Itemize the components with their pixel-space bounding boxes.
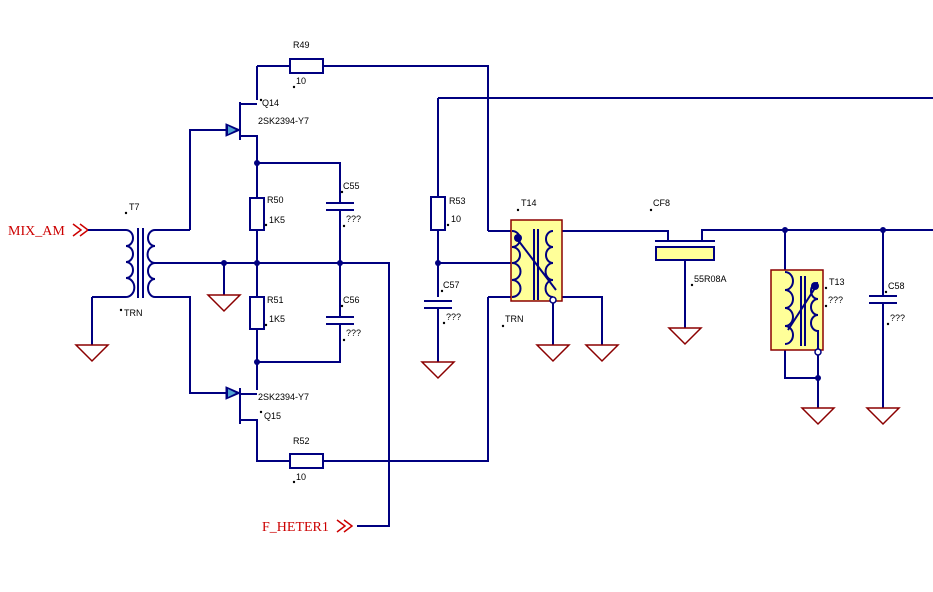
resistor-r53[interactable]: R53 10 (430, 196, 466, 231)
junction-dot (880, 227, 886, 233)
transformer-t7[interactable]: T7 TRN (119, 202, 156, 318)
junction-dot (337, 260, 343, 266)
filter-cf8[interactable]: CF8 55R08A (649, 198, 727, 287)
r51-designator: R51 (267, 295, 284, 305)
q14-part: 2SK2394-Y7 (258, 116, 309, 126)
ground-icon (667, 327, 703, 346)
r49-value: 10 (296, 76, 306, 86)
capacitor-c56[interactable]: C56 ??? (326, 295, 361, 342)
c56-designator: C56 (343, 295, 360, 305)
ground-icon (865, 407, 901, 426)
c55-designator: C55 (343, 181, 360, 191)
r49-designator: R49 (293, 40, 310, 50)
junctions (221, 160, 886, 381)
r53-designator: R53 (449, 196, 466, 206)
ground-icon (800, 407, 836, 426)
port-arrow-icon (336, 519, 354, 533)
c58-designator: C58 (888, 281, 905, 291)
capacitor-c58[interactable]: C58 ??? (869, 281, 905, 326)
capacitor-c57[interactable]: C57 ??? (424, 280, 461, 325)
q15-designator: Q15 (264, 411, 281, 421)
r51-value: 1K5 (269, 314, 285, 324)
port-label-mix-am: MIX_AM (8, 224, 65, 239)
junction-dot (221, 260, 227, 266)
junction-dot (435, 260, 441, 266)
q14-designator: Q14 (262, 98, 279, 108)
ground-symbols (74, 294, 901, 426)
junction-dot (254, 260, 260, 266)
junction-dot (254, 359, 260, 365)
junction-dot (815, 375, 821, 381)
junction-dot (782, 227, 788, 233)
ground-icon (535, 344, 571, 363)
t14-value: TRN (505, 314, 524, 324)
transistor-q15[interactable]: 2SK2394-Y7 Q15 (225, 386, 309, 421)
capacitor-c55[interactable]: C55 ??? (326, 181, 361, 228)
c57-value: ??? (446, 312, 461, 322)
q15-part: 2SK2394-Y7 (258, 392, 309, 402)
c57-designator: C57 (443, 280, 460, 290)
r52-designator: R52 (293, 436, 310, 446)
resistor-r51[interactable]: R51 1K5 (249, 295, 285, 330)
r53-value: 10 (451, 214, 461, 224)
t7-value: TRN (124, 308, 143, 318)
t13-value: ??? (828, 295, 843, 305)
r52-value: 10 (296, 472, 306, 482)
junction-dot (254, 160, 260, 166)
transformer-t13[interactable]: T13 ??? (770, 269, 845, 356)
c58-value: ??? (890, 313, 905, 323)
cf8-designator: CF8 (653, 198, 670, 208)
transformer-t14[interactable]: T14 TRN (501, 198, 563, 328)
c56-value: ??? (346, 328, 361, 338)
port-arrow-icon (72, 223, 90, 237)
resistor-r52[interactable]: R52 10 (289, 436, 324, 484)
ground-icon (584, 344, 620, 363)
r50-value: 1K5 (269, 215, 285, 225)
resistor-r49[interactable]: R49 10 (289, 40, 324, 89)
t7-designator: T7 (129, 202, 140, 212)
ground-icon (420, 361, 456, 380)
port-f-heter1[interactable]: F_HETER1 (262, 519, 354, 535)
r50-designator: R50 (267, 195, 284, 205)
t14-designator: T14 (521, 198, 537, 208)
t13-designator: T13 (829, 277, 845, 287)
wires (91, 65, 933, 527)
resistor-r50[interactable]: R50 1K5 (249, 195, 285, 231)
port-mix-am[interactable]: MIX_AM (8, 223, 92, 239)
transistor-q14[interactable]: Q14 2SK2394-Y7 (225, 98, 309, 137)
ground-icon (206, 294, 242, 313)
port-label-f-heter1: F_HETER1 (262, 520, 329, 535)
c55-value: ??? (346, 214, 361, 224)
cf8-value: 55R08A (694, 274, 727, 284)
ground-icon (74, 344, 110, 363)
